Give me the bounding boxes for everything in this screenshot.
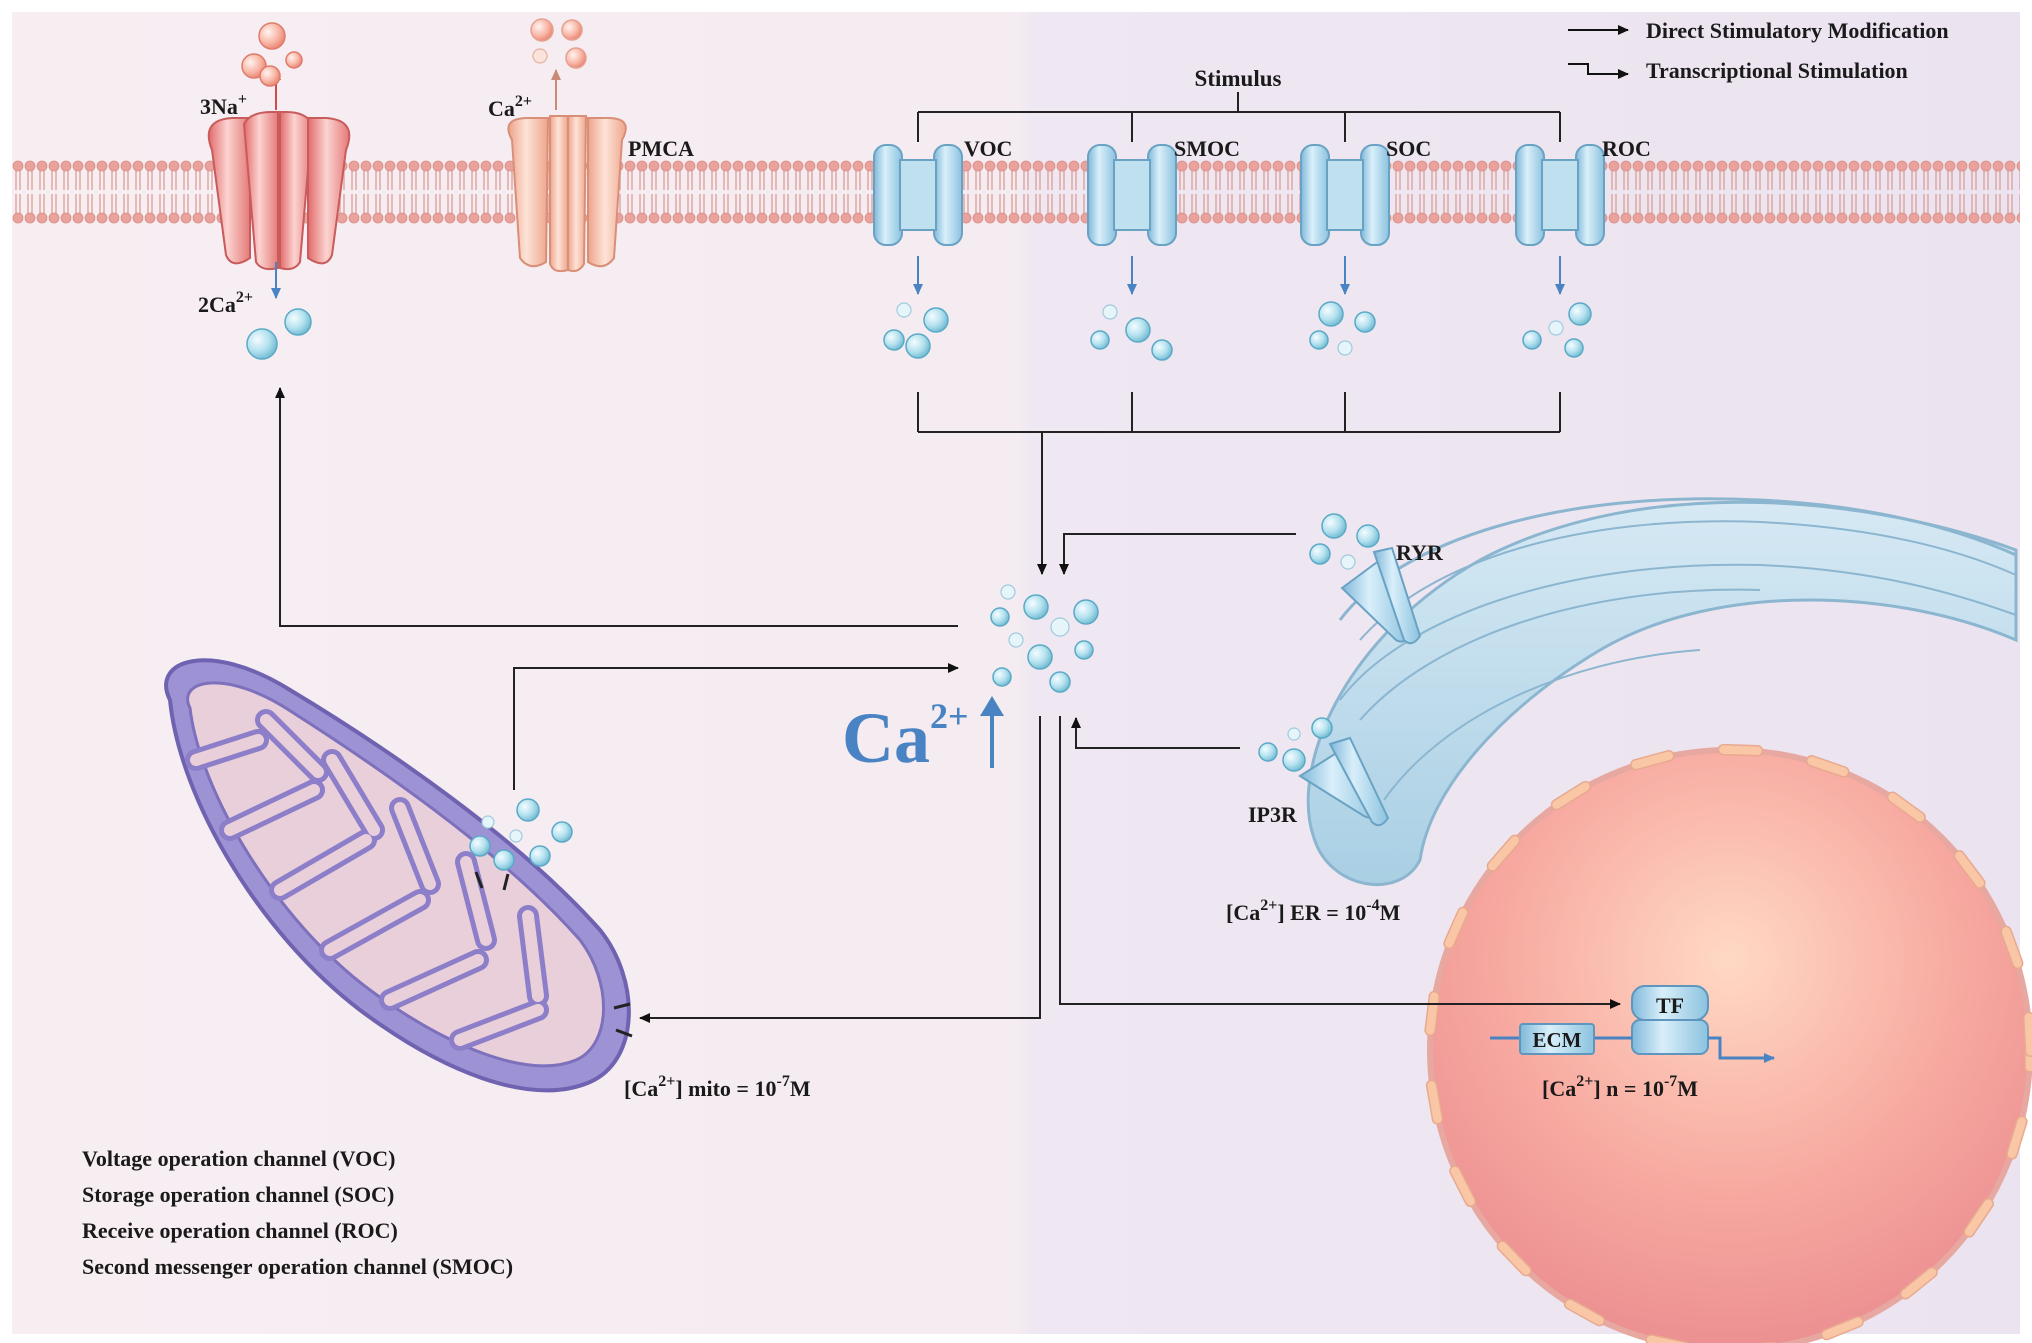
cytosolic-ca-label: Ca2+ (842, 696, 969, 778)
na-ion-cluster (241, 22, 303, 87)
nuclear-pore (1550, 780, 1592, 811)
ca-increase-arrowhead (980, 696, 1004, 716)
ncx-ca-label: 2Ca2+ (198, 289, 253, 317)
na-label: 3Na+ (200, 91, 247, 119)
soc-label: SOC (1386, 136, 1431, 161)
to-tf-arrow (1059, 716, 1621, 1009)
er-concentration-label: [Ca2+] ER = 10-4M (1226, 897, 1401, 925)
nuclear-pore (1424, 990, 1441, 1037)
pmca-ion-label: Ca2+ (488, 93, 532, 121)
nuclear-pore (1899, 1266, 1938, 1300)
mitochondrion (164, 658, 633, 1093)
nuclear-pore (2006, 1115, 2028, 1160)
tf-label: TF (1656, 993, 1684, 1018)
stimulus-label: Stimulus (1195, 66, 1282, 91)
legend-direct-label: Direct Stimulatory Modification (1646, 18, 1949, 43)
ip3r-label: IP3R (1248, 802, 1298, 827)
cytosolic-ca-pool (990, 584, 1099, 693)
influx-collector (917, 392, 1561, 575)
nucleus (1424, 743, 2032, 1343)
abbreviation-item: Storage operation channel (SOC) (82, 1182, 394, 1207)
soc-channel-icon (1300, 144, 1390, 246)
roc-ion-cluster (1522, 302, 1592, 358)
legend-transcriptional-label: Transcriptional Stimulation (1646, 58, 1908, 83)
ecm-label: ECM (1533, 1028, 1582, 1052)
nuclear-pore (1886, 791, 1926, 824)
ryr-ion-cluster (1309, 513, 1380, 570)
ip3r-receptor-icon (1298, 736, 1390, 827)
transcription-factor-icon (1631, 985, 1709, 1055)
ip3r-ion-cluster (1258, 717, 1333, 772)
pmca-ion-cluster (530, 18, 587, 69)
abbreviation-item: Second messenger operation channel (SMOC… (82, 1254, 513, 1279)
channel-group (873, 144, 1605, 361)
voc-label: VOC (964, 136, 1012, 161)
ncx-ca-ion-cluster (246, 308, 312, 360)
ecm-box (1519, 1023, 1595, 1055)
transcriptional-arrow-icon (1568, 63, 1629, 79)
nuclear-pore (1449, 1165, 1477, 1208)
ncx-exchanger-icon (207, 111, 351, 271)
nuclear-pore (1425, 1079, 1444, 1125)
nuclear-pore (1630, 750, 1675, 771)
pmca-pump-icon (507, 115, 627, 273)
soc-ion-cluster (1309, 301, 1376, 356)
nuclear-pore (1963, 1197, 1994, 1238)
ryr-receptor-icon (1340, 546, 1422, 645)
voc-channel-icon (873, 144, 963, 246)
nuclear-pore (2022, 1011, 2032, 1058)
roc-channel-icon (1515, 144, 1605, 246)
pmca-label: PMCA (628, 136, 694, 161)
nuclear-pore (1717, 743, 1764, 757)
nuclear-pore (1443, 906, 1469, 950)
abbreviation-list: Voltage operation channel (VOC) Storage … (82, 1146, 513, 1279)
to-mito-arrow (639, 716, 1041, 1023)
nuclear-pore (1563, 1298, 1606, 1327)
voc-ion-cluster (883, 302, 949, 359)
nuclear-pore (2000, 925, 2024, 970)
nuclear-pore (1486, 834, 1521, 872)
stimulus-bracket (917, 92, 1561, 142)
nuclear-pore (1805, 755, 1850, 778)
mito-ion-cluster (469, 798, 573, 871)
gene-strand (1490, 1036, 1775, 1063)
smoc-channel-icon (1087, 144, 1177, 246)
to-ncx-arrow (275, 387, 958, 627)
legend: Direct Stimulatory Modification Transcri… (1568, 18, 1949, 83)
mito-concentration-label: [Ca2+] mito = 10-7M (624, 1073, 811, 1101)
ip3r-release-arrow (1071, 717, 1240, 749)
smoc-label: SMOC (1174, 136, 1240, 161)
nuclear-pore (1953, 850, 1986, 889)
nuclear-pore (1645, 1334, 1691, 1343)
nucleus-concentration-label: [Ca2+] n = 10-7M (1542, 1073, 1698, 1101)
nuclear-pore (1820, 1316, 1864, 1341)
plasma-membrane (12, 160, 2020, 224)
abbreviation-item: Voltage operation channel (VOC) (82, 1146, 395, 1171)
ryr-label: RYR (1396, 540, 1444, 565)
smoc-ion-cluster (1090, 304, 1173, 361)
nuclear-pores (1424, 743, 2032, 1343)
nuclear-pore (1496, 1240, 1532, 1277)
mito-release-arrow (513, 663, 959, 790)
roc-label: ROC (1602, 136, 1651, 161)
abbreviation-item: Receive operation channel (ROC) (82, 1218, 398, 1243)
ryr-release-arrow (1059, 533, 1296, 575)
